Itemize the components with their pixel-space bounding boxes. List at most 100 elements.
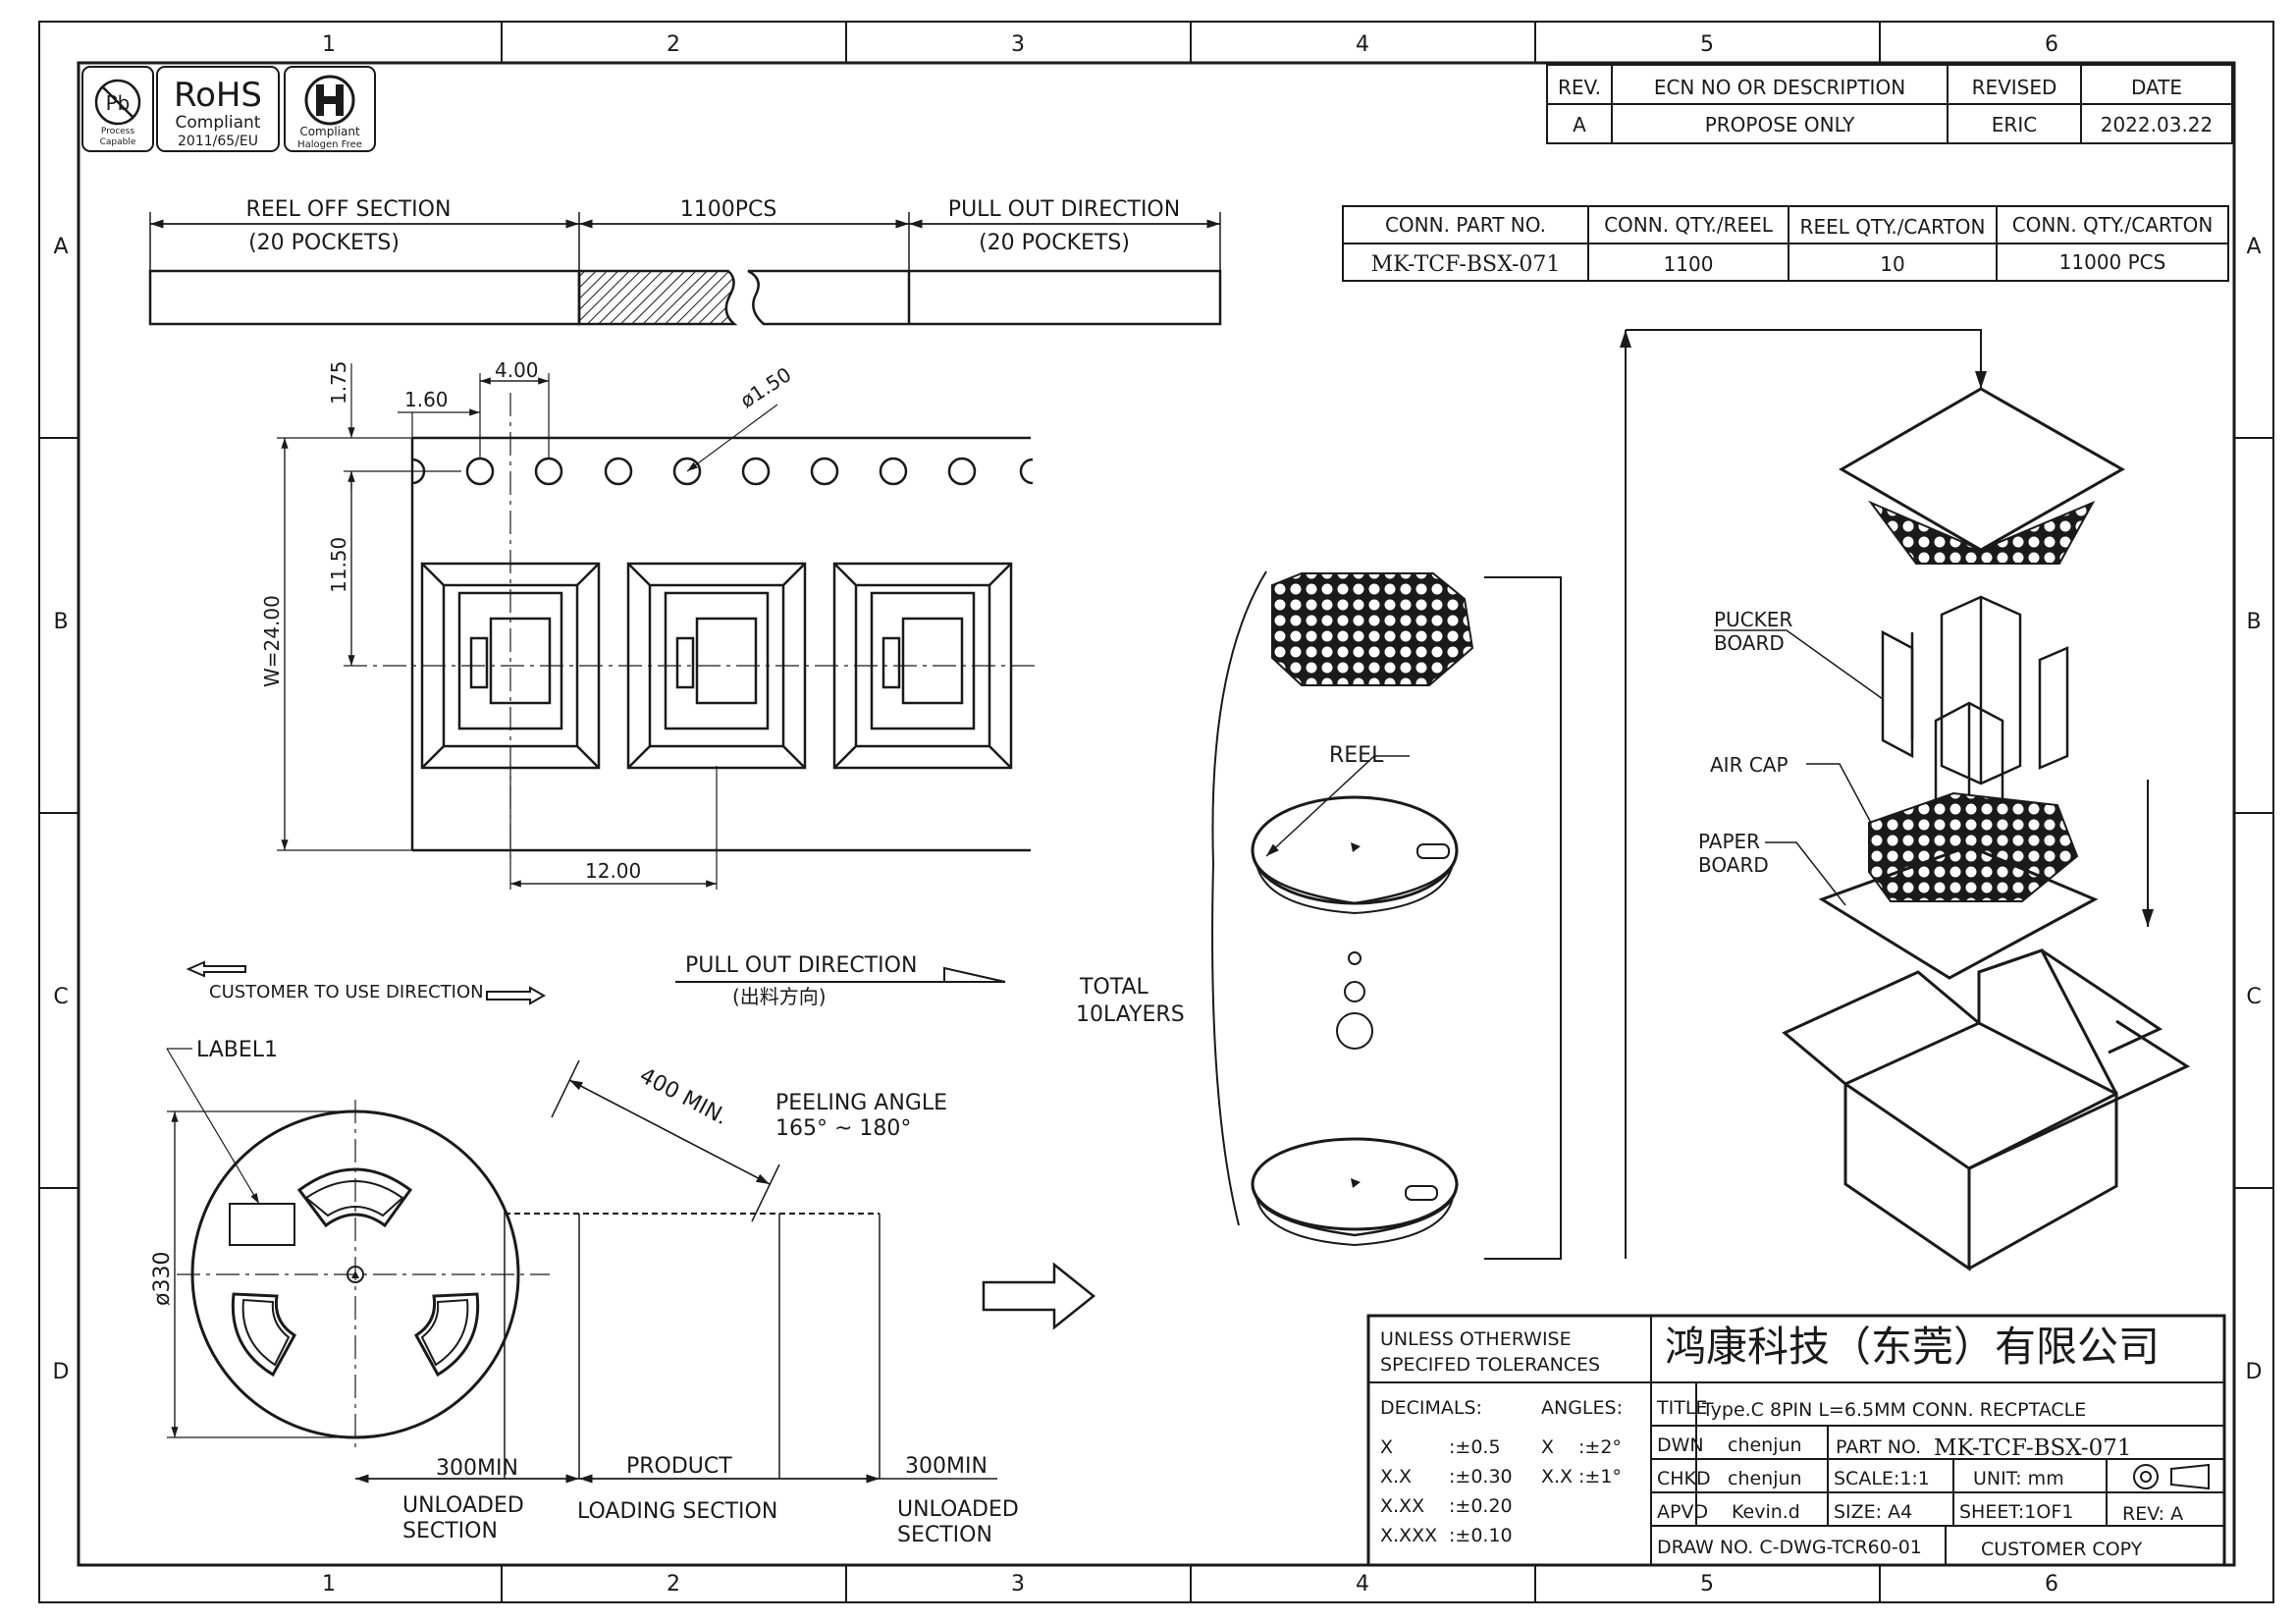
rev-header-date: DATE xyxy=(2131,76,2182,99)
right-length: 300MIN xyxy=(905,1454,988,1479)
dwn-label: DWN xyxy=(1657,1434,1704,1456)
carton-assembly: PUCKER BOARD AIR CAP PAPER BOARD xyxy=(1620,329,2191,1271)
left-arrow-icon xyxy=(186,960,246,978)
qty-cell-conn-carton: 11000 PCS xyxy=(2059,250,2166,274)
air-cap-label: AIR CAP xyxy=(1710,753,1789,777)
angles-label: ANGLES: xyxy=(1541,1397,1623,1419)
pucker-board-1: PUCKER xyxy=(1714,608,1792,631)
loading-section: LOADING SECTION xyxy=(577,1499,777,1524)
halogen-line2: Halogen Free xyxy=(297,139,362,150)
dim-hole-dia: ø1.50 xyxy=(736,362,796,412)
draw-no: DRAW NO. C-DWG-TCR60-01 xyxy=(1657,1537,1922,1558)
grid-col-bottom-1: 1 xyxy=(322,1572,336,1596)
qty-cell-reel-carton: 10 xyxy=(1880,252,1904,276)
reel-off-label: REEL OFF SECTION xyxy=(246,197,452,222)
reel-side-view: LABEL1 ø330 400 MIN. PEELING ANGLE 165° … xyxy=(150,1038,1019,1547)
dim-11-50: 11.50 xyxy=(327,537,350,593)
grid-row-left-c: C xyxy=(53,985,68,1009)
label1-callout: LABEL1 xyxy=(196,1038,278,1062)
dim-4-00: 4.00 xyxy=(495,358,539,382)
ang-v-0: :±2° xyxy=(1578,1436,1622,1458)
grid-col-top-5: 5 xyxy=(1700,32,1714,57)
tol-k-0: X xyxy=(1380,1436,1393,1458)
pb-circle-icon xyxy=(94,79,141,126)
peeling-range: 165° ~ 180° xyxy=(775,1116,911,1141)
tape-strip-overview: REEL OFF SECTION (20 POCKETS) 1100PCS PU… xyxy=(148,197,1222,326)
unloaded-right-1: UNLOADED xyxy=(897,1497,1019,1522)
title-value: Type.C 8PIN L=6.5MM CONN. RECPTACLE xyxy=(1701,1399,2086,1421)
right-arrow-icon xyxy=(486,986,547,1005)
tol-k-2: X.XX xyxy=(1380,1495,1424,1517)
grid-col-top-6: 6 xyxy=(2045,32,2058,57)
pull-out-pockets: (20 POCKETS) xyxy=(979,231,1130,255)
decimals-label: DECIMALS: xyxy=(1380,1397,1482,1419)
grid-row-right-a: A xyxy=(2246,235,2261,259)
product-label: PRODUCT xyxy=(626,1454,732,1479)
chkd-value: chenjun xyxy=(1728,1468,1802,1489)
qty-cell-part: MK-TCF-BSX-071 xyxy=(1371,252,1561,277)
part-label: PART NO. xyxy=(1836,1436,1921,1458)
title-label: TITLE xyxy=(1656,1397,1707,1419)
rev-cell-date: 2022.03.22 xyxy=(2101,113,2214,136)
tape-middle-count: 1100PCS xyxy=(680,197,777,222)
projection-symbol-icon xyxy=(2133,1464,2159,1489)
qty-header-part: CONN. PART NO. xyxy=(1385,213,1546,237)
qty-header-conn-carton: CONN. QTY./CARTON xyxy=(2012,213,2214,237)
ang-v-1: :±1° xyxy=(1578,1466,1622,1488)
rev-cell-rev: A xyxy=(1573,113,1586,136)
unloaded-right-2: SECTION xyxy=(897,1523,992,1547)
halogen-free-icon xyxy=(304,75,355,126)
tol-v-3: :±0.10 xyxy=(1449,1525,1513,1546)
grid-col-top-4: 4 xyxy=(1356,32,1369,57)
reel-stack: TOTAL 10LAYERS REEL xyxy=(1076,570,1562,1260)
reel-off-pockets: (20 POCKETS) xyxy=(248,231,400,255)
unit-value: UNIT: mm xyxy=(1973,1468,2064,1489)
grid-row-left-a: A xyxy=(53,235,68,259)
qty-header-reel: CONN. QTY./REEL xyxy=(1604,213,1774,237)
pb-line1: Process xyxy=(101,127,134,136)
pb-badge: Pb Process Capable xyxy=(81,66,154,152)
grid-row-right-b: B xyxy=(2246,610,2261,634)
rohs-line1: Compliant xyxy=(176,113,261,133)
qty-cell-reel: 1100 xyxy=(1664,252,1714,276)
ang-k-1: X.X xyxy=(1541,1466,1573,1488)
total-label: TOTAL xyxy=(1079,975,1149,1000)
pull-out-label: PULL OUT DIRECTION xyxy=(948,197,1180,222)
grid-row-right-d: D xyxy=(2246,1360,2263,1384)
dim-12-00: 12.00 xyxy=(585,859,641,883)
paper-board-2: BOARD xyxy=(1698,853,1769,877)
peeling-angle: PEELING ANGLE xyxy=(775,1091,947,1115)
rev-header-desc: ECN NO OR DESCRIPTION xyxy=(1654,76,1905,99)
tolerance-line-2: SPECIFED TOLERANCES xyxy=(1380,1354,1600,1376)
tol-v-0: :±0.5 xyxy=(1449,1436,1501,1458)
label-box xyxy=(229,1203,295,1246)
apvd-value: Kevin.d xyxy=(1732,1501,1800,1523)
chkd-label: CHKD xyxy=(1657,1468,1711,1489)
customer-copy: CUSTOMER COPY xyxy=(1981,1539,2143,1560)
pucker-board-2: BOARD xyxy=(1714,631,1785,655)
grid-col-bottom-4: 4 xyxy=(1356,1572,1369,1596)
pb-symbol: Pb xyxy=(106,91,131,115)
tol-k-3: X.XXX xyxy=(1380,1525,1437,1546)
paper-board-1: PAPER xyxy=(1698,830,1760,853)
tol-v-1: :±0.30 xyxy=(1449,1466,1513,1488)
dim-1-60: 1.60 xyxy=(404,388,449,411)
halogen-badge: Compliant Halogen Free xyxy=(284,66,376,152)
dim-tape-width: W=24.00 xyxy=(260,595,284,687)
rev-cell-desc: PROPOSE ONLY xyxy=(1705,113,1855,136)
reel-diameter: ø330 xyxy=(150,1252,175,1306)
customer-direction: CUSTOMER TO USE DIRECTION xyxy=(209,982,484,1002)
qty-header-reel-carton: REEL QTY./CARTON xyxy=(1800,215,1986,239)
company-name: 鸿康科技（东莞）有限公司 xyxy=(1665,1323,2160,1371)
grid-row-right-c: C xyxy=(2246,985,2261,1009)
title-block: 鸿康科技（东莞）有限公司 UNLESS OTHERWISE SPECIFED T… xyxy=(1366,1314,2226,1567)
halogen-line1: Compliant xyxy=(299,125,360,138)
grid-col-top-1: 1 xyxy=(322,32,336,57)
drawing-frame xyxy=(38,21,2274,1603)
unloaded-left-1: UNLOADED xyxy=(402,1493,524,1518)
unloaded-left-2: SECTION xyxy=(402,1519,498,1543)
tol-k-1: X.X xyxy=(1380,1466,1412,1488)
rohs-title: RoHS xyxy=(174,76,262,115)
rev-header-rev: REV. xyxy=(1558,76,1601,99)
next-step-arrow-icon xyxy=(982,1262,1096,1330)
